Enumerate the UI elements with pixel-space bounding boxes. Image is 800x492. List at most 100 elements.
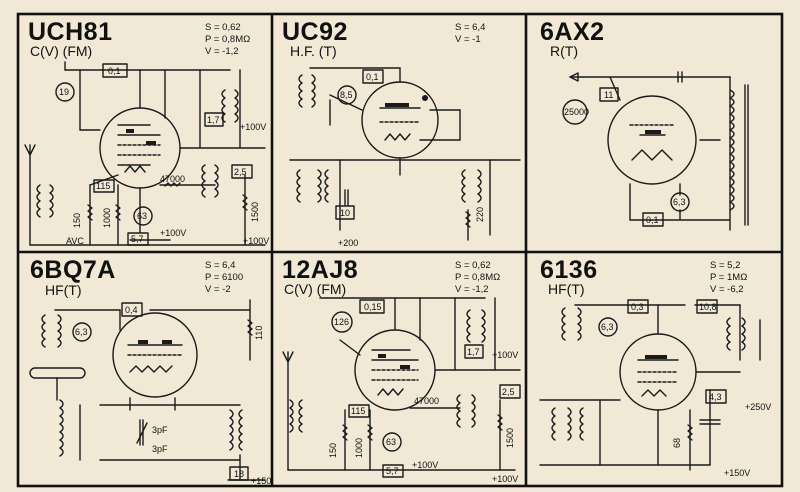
component-label: 6,3 [601, 322, 614, 332]
tube-name: 12AJ8 [282, 256, 358, 284]
value-circle [72, 322, 92, 342]
component-label: 0,1 [366, 72, 379, 82]
component-label: 18 [234, 469, 244, 479]
value-box [348, 404, 370, 418]
component-label: 8,5 [340, 90, 353, 100]
value-circle [55, 82, 75, 102]
component-label: 47000 [414, 396, 439, 406]
component-label: 3pF [152, 444, 168, 454]
spec-line: P = 0,8MΩ [205, 34, 250, 45]
component-label: 6,3 [673, 197, 686, 207]
component-label: 0,1 [108, 66, 121, 76]
spec-line: P = 0,8MΩ [455, 272, 500, 283]
value-box [231, 164, 253, 179]
component-label: 150 [328, 443, 338, 458]
component-label: 0,15 [364, 302, 382, 312]
component-label: 110 [254, 326, 264, 340]
component-label: 25000 [564, 107, 589, 117]
component-label: 3pF [152, 425, 168, 435]
component-label: +200 [338, 238, 358, 248]
tube-name: UC92 [282, 18, 348, 46]
component-label: AVC [66, 236, 84, 246]
antenna-icon [282, 351, 294, 363]
value-box [705, 389, 727, 404]
tube-electrodes [127, 344, 183, 373]
tube-electrodes [379, 107, 421, 141]
antenna-icon [24, 144, 36, 156]
component-label: 2,5 [502, 387, 515, 397]
component-label: 6,3 [75, 327, 88, 337]
value-circle [337, 85, 357, 105]
component-label: 10,8 [699, 302, 717, 312]
tube-mode: HF(T) [548, 281, 585, 297]
component-label: 1,7 [467, 347, 480, 357]
value-box [696, 299, 718, 314]
component-label: 47000 [160, 174, 185, 184]
spec-line: S = 0,62 [455, 260, 491, 271]
tube-mode: HF(T) [45, 282, 82, 298]
value-circle [598, 317, 618, 337]
component-label: 126 [334, 317, 349, 327]
circuit-wiring [289, 67, 521, 241]
component-label: +100V [240, 122, 266, 132]
value-box [93, 179, 115, 193]
value-circle [331, 311, 353, 333]
spec-line: S = 0,62 [205, 22, 241, 33]
component-label: +150V [724, 468, 750, 478]
tube-electrodes [637, 359, 679, 397]
value-circle [133, 206, 153, 226]
component-label: 0,3 [631, 302, 644, 312]
component-label: +100V [160, 228, 186, 238]
component-label: 1000 [354, 438, 364, 458]
value-box [362, 69, 384, 84]
tube-name: 6AX2 [540, 18, 605, 46]
component-label: 220 [475, 207, 485, 222]
circuit-wiring [569, 71, 749, 231]
component-label: +100V [243, 236, 269, 246]
spec-line: S = 6,4 [455, 22, 485, 33]
component-label: 0,1 [646, 215, 659, 225]
spec-line: V = -1,2 [455, 284, 489, 295]
value-box [464, 344, 484, 359]
value-box [499, 384, 521, 399]
value-box [204, 112, 224, 127]
tube-envelope [361, 81, 439, 159]
value-circle [562, 99, 588, 125]
tube-name: 6136 [540, 256, 598, 284]
component-label: +100V [492, 474, 518, 484]
component-label: 1500 [250, 202, 260, 222]
tube-name: UCH81 [28, 18, 112, 46]
panel-6136: 6136 HF(T) S = 5,2 P = 1MΩ V = -6,2 [539, 256, 771, 478]
component-label: 2,5 [234, 167, 247, 177]
component-label: 4,3 [709, 392, 722, 402]
tube-electrodes [117, 124, 161, 173]
component-label: 63 [386, 437, 396, 447]
spec-line: P = 1MΩ [710, 272, 747, 283]
panel-12aj8: 12AJ8 C(V) (FM) S = 0,62 P = 0,8MΩ V = -… [282, 256, 521, 484]
panel-6bq7a: 6BQ7A HF(T) S = 6,4 P = 6100 V = -2 [29, 256, 271, 486]
component-label: 115 [96, 181, 110, 191]
value-circle [670, 192, 690, 212]
component-label: 10 [340, 208, 350, 218]
value-box [127, 232, 149, 246]
value-box [121, 302, 143, 317]
circuit-wiring [29, 299, 266, 481]
component-label: 19 [59, 87, 69, 97]
panel-uc92: UC92 H.F. (T) S = 6,4 V = -1 [282, 18, 521, 248]
component-label: 5,7 [386, 466, 399, 476]
value-box [229, 466, 249, 481]
circuit-wiring [287, 297, 521, 471]
value-box [335, 205, 355, 220]
spec-line: V = -2 [205, 284, 231, 295]
panel-grid [16, 12, 784, 488]
tube-electrodes [629, 124, 676, 161]
spec-line: V = -6,2 [710, 284, 744, 295]
value-circle [382, 432, 402, 452]
component-label: +150 [251, 476, 271, 486]
component-label: +100V [492, 350, 518, 360]
component-label: 11 [604, 90, 613, 100]
spec-line: V = -1,2 [205, 46, 239, 57]
panel-6ax2: 6AX2 R(T) 11 25000 [540, 18, 749, 231]
component-label: 150 [72, 213, 82, 228]
